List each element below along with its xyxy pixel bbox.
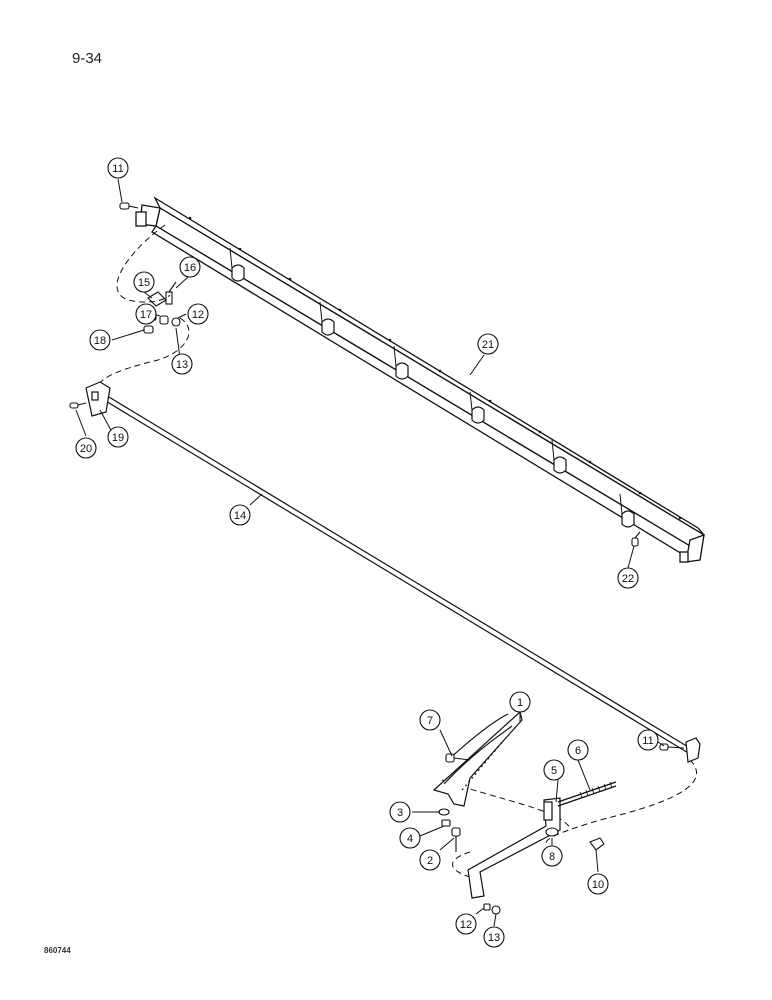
callout-8: 8	[541, 845, 563, 867]
callout-14: 14	[229, 504, 251, 526]
callout-1: 1	[509, 691, 531, 713]
callout-label: 6	[575, 745, 581, 757]
callout-circle	[399, 827, 421, 849]
callout-20: 20	[75, 437, 97, 459]
callout-4: 4	[399, 827, 421, 849]
callout-circle	[543, 759, 565, 781]
callout-label: 8	[549, 851, 555, 863]
callout-circle	[229, 504, 251, 526]
callout-label: 18	[94, 335, 106, 347]
callout-label: 1	[517, 697, 523, 709]
lever-arm-part-5	[467, 797, 561, 899]
callout-label: 12	[192, 309, 204, 321]
callout-5: 5	[543, 759, 565, 781]
callout-circle	[617, 567, 639, 589]
callout-circle	[483, 926, 505, 948]
callout-circle	[135, 303, 157, 325]
callout-label: 15	[138, 277, 150, 289]
callout-label: 20	[80, 443, 92, 455]
rail-part-21	[135, 196, 705, 563]
callout-circle	[509, 691, 531, 713]
callout-circle	[637, 729, 659, 751]
callout-11: 11	[107, 157, 129, 179]
callout-circle	[107, 426, 129, 448]
callout-3: 3	[389, 801, 411, 823]
screw-icon	[69, 402, 87, 409]
callout-label: 22	[622, 573, 634, 585]
callout-12: 12	[455, 913, 477, 935]
callout-label: 21	[482, 339, 494, 351]
callout-circle	[455, 913, 477, 935]
callout-label: 2	[427, 855, 433, 867]
callout-label: 13	[176, 359, 188, 371]
rod-part-14	[85, 381, 701, 763]
callout-label: 7	[427, 715, 433, 727]
callout-10: 10	[587, 873, 609, 895]
callout-22: 22	[617, 567, 639, 589]
callout-12: 12	[187, 303, 209, 325]
callout-circle	[567, 739, 589, 761]
callout-21: 21	[477, 333, 499, 355]
callout-label: 5	[551, 765, 557, 777]
callout-label: 16	[184, 262, 196, 274]
callout-label: 17	[140, 309, 152, 321]
callout-circle	[419, 709, 441, 731]
callout-15: 15	[133, 271, 155, 293]
drawing-code: 860744	[44, 946, 71, 955]
callout-label: 13	[488, 932, 500, 944]
callout-13: 13	[483, 926, 505, 948]
callout-label: 19	[112, 432, 124, 444]
callout-2: 2	[419, 849, 441, 871]
callout-17: 17	[135, 303, 157, 325]
washer-icon	[545, 827, 559, 837]
screw-icon	[659, 743, 685, 751]
threaded-rod-part-6	[557, 781, 617, 807]
screw-icon	[119, 202, 139, 210]
callout-label: 11	[112, 163, 123, 175]
callout-label: 11	[642, 735, 653, 747]
callout-circle	[171, 353, 193, 375]
bolt-icon	[438, 808, 461, 852]
screw-icon	[631, 531, 641, 547]
callout-label: 14	[234, 510, 246, 522]
callout-19: 19	[107, 426, 129, 448]
callout-label: 3	[397, 807, 403, 819]
callout-18: 18	[89, 329, 111, 351]
callout-label: 12	[460, 919, 472, 931]
dashed-leader-lines	[98, 224, 698, 881]
callout-circle	[179, 256, 201, 278]
callout-circle	[389, 801, 411, 823]
callout-leader-lines	[75, 178, 665, 927]
callout-label: 4	[407, 833, 413, 845]
callout-circle	[89, 329, 111, 351]
callout-6: 6	[567, 739, 589, 761]
page-number: 9-34	[72, 50, 103, 67]
callout-circle	[107, 157, 129, 179]
callout-11: 11	[637, 729, 659, 751]
callout-circle	[75, 437, 97, 459]
callout-circle	[419, 849, 441, 871]
callout-circle	[541, 845, 563, 867]
callout-16: 16	[179, 256, 201, 278]
callout-circle	[187, 303, 209, 325]
clip-icon	[589, 837, 605, 851]
nut-icon	[483, 903, 501, 915]
callout-circle	[587, 873, 609, 895]
callout-circle	[133, 271, 155, 293]
callout-7: 7	[419, 709, 441, 731]
callout-13: 13	[171, 353, 193, 375]
callout-label: 10	[592, 879, 604, 891]
callout-circle	[477, 333, 499, 355]
